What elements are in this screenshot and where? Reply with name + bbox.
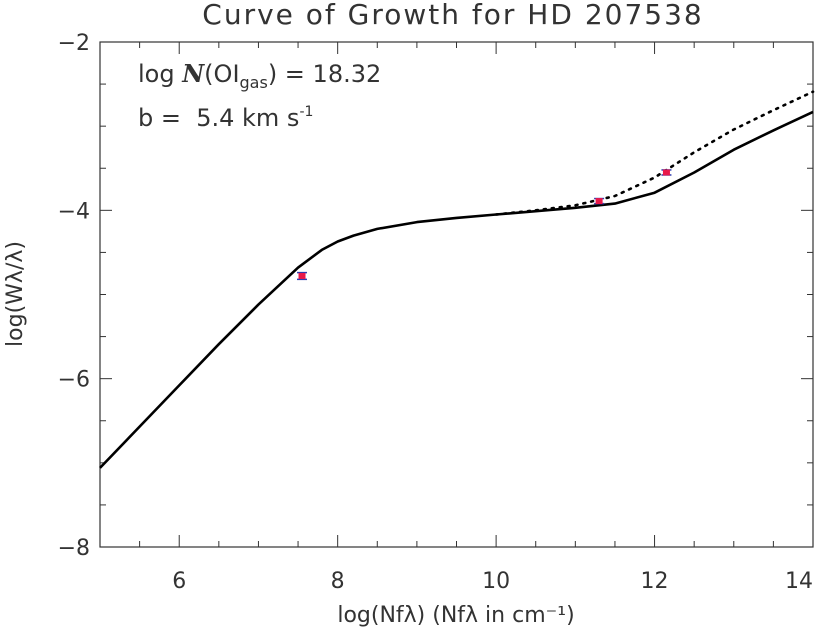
- data-point: [662, 169, 670, 176]
- y-tick-label: −6: [58, 368, 90, 393]
- y-tick-label: −8: [58, 536, 90, 561]
- y-tick-label: −4: [58, 199, 90, 224]
- doppler-exponent: -1: [299, 104, 313, 120]
- chart-title: Curve of Growth for HD 207538: [202, 0, 703, 31]
- x-tick-label: 12: [641, 569, 669, 594]
- doppler-text: b = 5.4 km s: [138, 104, 299, 132]
- column-density-symbol: N: [181, 59, 205, 88]
- curves: [99, 90, 815, 469]
- axis-ticks: [99, 41, 814, 548]
- solid-curve: [99, 110, 814, 469]
- dotted-curve: [494, 90, 815, 216]
- x-tick-label: 14: [785, 569, 813, 594]
- x-tick-label: 6: [172, 569, 186, 594]
- column-density-subscript: gas: [240, 73, 268, 92]
- y-tick-labels: −8 −6 −4 −2: [58, 31, 90, 561]
- x-tick-label: 10: [482, 569, 510, 594]
- y-axis-title: log(Wλ/λ): [3, 241, 28, 347]
- doppler-annotation: b = 5.4 km s-1: [138, 104, 313, 132]
- y-tick-label: −2: [58, 31, 90, 56]
- column-density-prefix: log: [138, 60, 175, 88]
- data-point: [298, 272, 306, 279]
- x-tick-label: 8: [331, 569, 345, 594]
- column-density-value: ) = 18.32: [268, 60, 381, 88]
- column-density-species: OI: [214, 60, 240, 88]
- column-density-annotation: log N(OIgas) = 18.32: [138, 59, 381, 92]
- x-tick-labels: 6 8 10 12 14: [172, 569, 813, 594]
- data-points: [297, 169, 672, 281]
- x-axis-title: log(Nfλ) (Nfλ in cm⁻¹): [337, 603, 574, 628]
- plot-area: [99, 41, 815, 548]
- data-point: [595, 198, 603, 205]
